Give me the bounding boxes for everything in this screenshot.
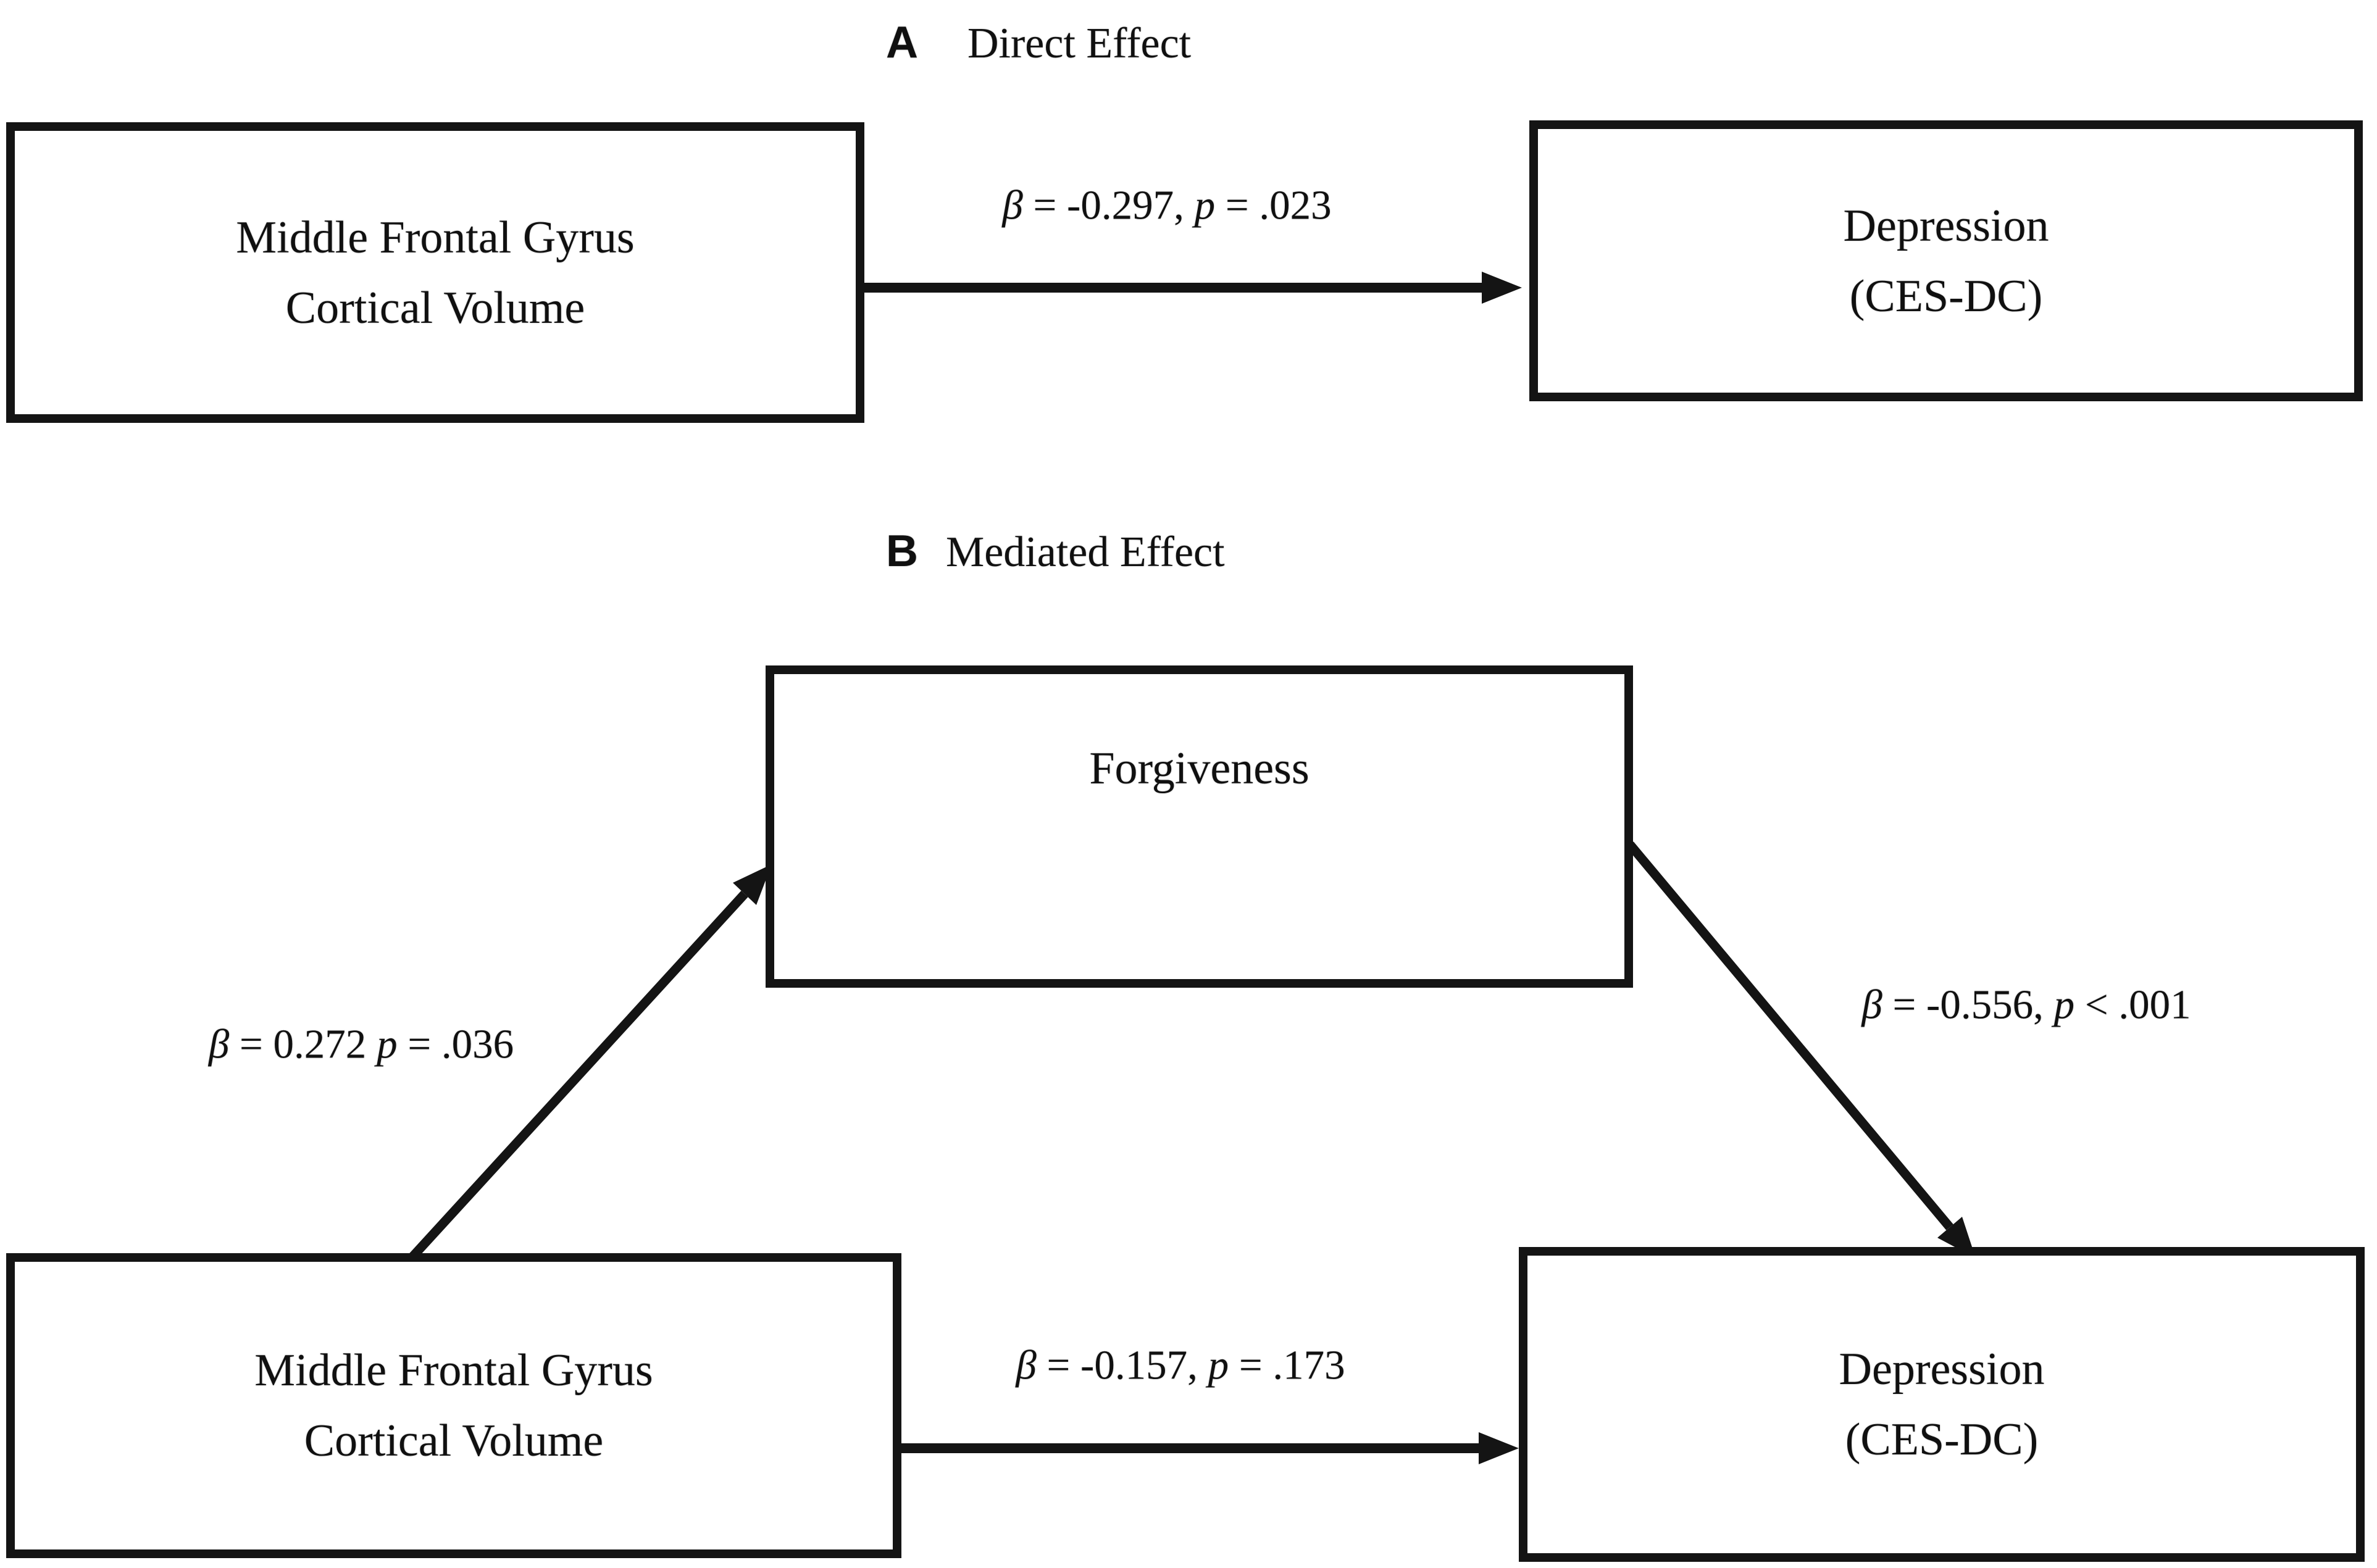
- panel-a-outcome-box: Depression (CES-DC): [1529, 120, 2363, 401]
- direct-path-label: β = -0.297, p = .023: [1002, 182, 1331, 230]
- path-c-beta-value: = -0.157,: [1036, 1342, 1208, 1388]
- panel-a-tag: A: [886, 18, 918, 67]
- panel-b-predictor-label-line2: Cortical Volume: [304, 1416, 604, 1466]
- path-a-p-value: = .036: [397, 1021, 514, 1067]
- path-b-p-value: < .001: [2074, 982, 2191, 1028]
- panel-b-predictor-box: Middle Frontal Gyrus Cortical Volume: [6, 1253, 901, 1558]
- path-a-beta-value: = 0.272: [229, 1021, 377, 1067]
- mediation-path-b-arrow: [1626, 841, 1976, 1258]
- path-b-beta-symbol: β: [1861, 982, 1882, 1028]
- path-b-beta-value: = -0.556,: [1882, 982, 2054, 1028]
- panel-a-outcome-label-line1: Depression: [1843, 200, 2049, 251]
- panel-b-mediator-box: Forgiveness: [766, 665, 1633, 988]
- panel-a-predictor-label-line2: Cortical Volume: [285, 282, 585, 333]
- panel-b-tag: B: [886, 527, 918, 576]
- panel-b-title: Mediated Effect: [946, 528, 1225, 576]
- path-c-p-symbol: p: [1208, 1342, 1229, 1388]
- path-c-beta-symbol: β: [1016, 1342, 1037, 1388]
- panel-b-mediator-label: Forgiveness: [1089, 743, 1310, 794]
- path-c-p-value: = .173: [1229, 1342, 1345, 1388]
- panel-b-outcome-label-line2: (CES-DC): [1845, 1414, 2039, 1465]
- panel-a-predictor-label-line1: Middle Frontal Gyrus: [236, 212, 635, 263]
- path-a-p-symbol: p: [377, 1021, 398, 1067]
- panel-b-title-group: B Mediated Effect: [886, 526, 1225, 577]
- panel-b-outcome-label-line1: Depression: [1839, 1344, 2045, 1395]
- path-b-p-symbol: p: [2053, 982, 2075, 1028]
- mediation-path-c-label: β = -0.157, p = .173: [1016, 1342, 1345, 1390]
- panel-a-outcome-label-line2: (CES-DC): [1849, 270, 2043, 322]
- mediation-path-a-arrow: [402, 864, 772, 1268]
- direct-path-beta-symbol: β: [1002, 182, 1023, 228]
- direct-effect-arrow: [864, 272, 1522, 304]
- panel-a-predictor-box: Middle Frontal Gyrus Cortical Volume: [6, 122, 864, 423]
- direct-path-beta-value: = -0.297,: [1022, 182, 1195, 228]
- mediation-path-b-label: β = -0.556, p < .001: [1861, 982, 2191, 1029]
- panel-a-title: Direct Effect: [967, 20, 1192, 67]
- direct-path-p-value: = .023: [1215, 182, 1332, 228]
- path-a-beta-symbol: β: [208, 1021, 230, 1067]
- mediation-path-c-arrow: [901, 1432, 1519, 1464]
- panel-b-outcome-box: Depression (CES-DC): [1519, 1247, 2365, 1562]
- mediation-path-a-label: β = 0.272 p = .036: [209, 1021, 514, 1069]
- panel-a-title-group: A Direct Effect: [886, 17, 1191, 69]
- direct-path-p-symbol: p: [1194, 182, 1216, 228]
- panel-b-predictor-label-line1: Middle Frontal Gyrus: [254, 1345, 653, 1396]
